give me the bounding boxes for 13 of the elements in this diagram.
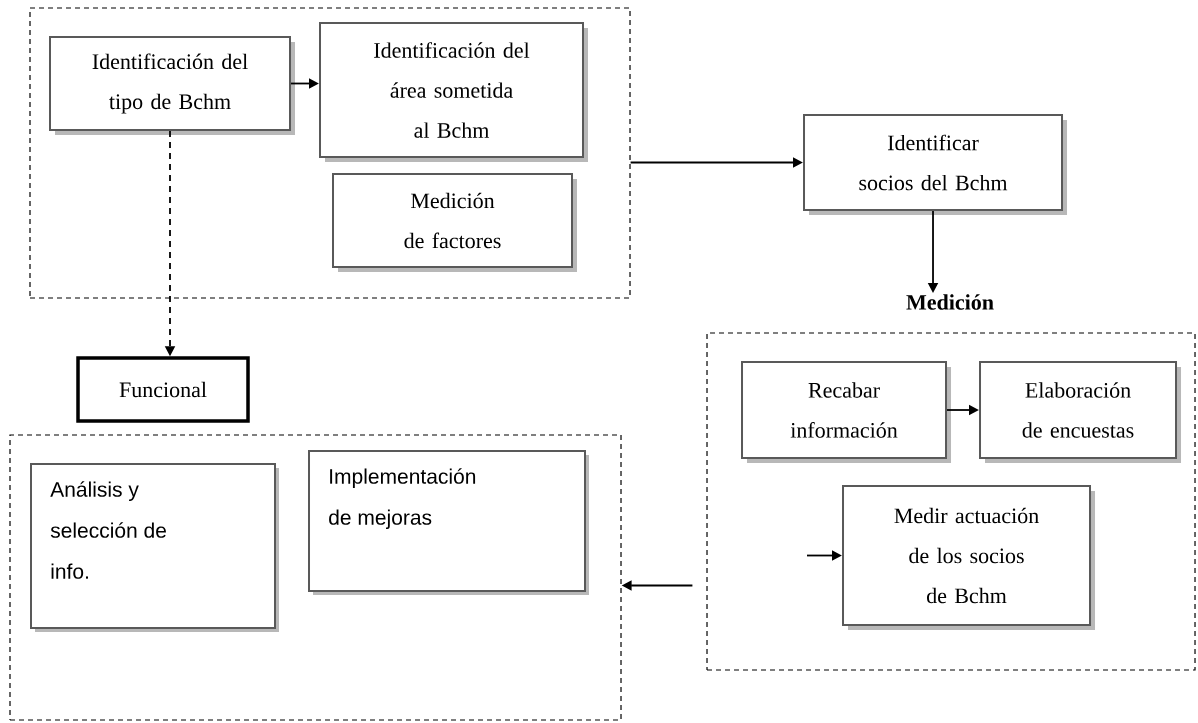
process-box: Análisis y selección de info. (30, 463, 279, 632)
process-box: Recabar información (741, 361, 951, 463)
process-box: Identificación del tipo de Bchm (49, 36, 295, 135)
group-heading: Medición (906, 294, 994, 310)
process-box: Funcional (76, 356, 250, 423)
process-box: Medición de factores (332, 173, 577, 272)
process-box: Medir actuación de los socios de Bchm (842, 485, 1095, 630)
dashed-frame (29, 7, 631, 299)
dashed-frame (9, 434, 622, 721)
process-box: Identificación del área sometida al Bchm (319, 22, 588, 162)
process-box: Identificar socios del Bchm (803, 114, 1067, 215)
process-box: Implementación de mejoras (308, 450, 589, 595)
process-box: Elaboración de encuestas (979, 361, 1181, 463)
